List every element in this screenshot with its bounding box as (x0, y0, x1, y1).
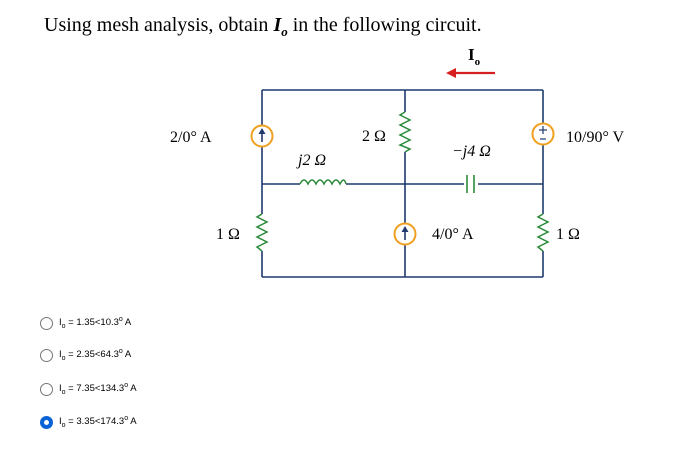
question-prefix: Using mesh analysis, obtain (44, 14, 274, 36)
option-2[interactable]: Io = 2.35<64.3o A (40, 344, 131, 366)
resistor-2ohm (398, 111, 412, 153)
question-var: Io (273, 14, 288, 39)
label-current-source-left: 2/0° A (170, 129, 212, 146)
inductor-j2 (299, 176, 347, 190)
label-inductor: j2 Ω (296, 152, 326, 169)
radio-option-2[interactable] (40, 348, 53, 362)
option-1[interactable]: Io = 1.35<10.3o A (40, 312, 131, 334)
question-text: Using mesh analysis, obtain Io in the fo… (44, 14, 482, 40)
label-resistor-top: 2 Ω (362, 128, 386, 145)
option-4-label: Io = 3.35<174.3o A (59, 414, 137, 430)
radio-option-3[interactable] (40, 382, 53, 396)
option-2-label: Io = 2.35<64.3o A (59, 347, 132, 363)
io-label: Io (468, 46, 481, 68)
option-3[interactable]: Io = 7.35<134.3o A (40, 378, 137, 400)
question-suffix: in the following circuit. (287, 14, 482, 36)
resistor-1ohm-left (255, 213, 269, 252)
option-1-label: Io = 1.35<10.3o A (59, 315, 132, 331)
radio-option-1[interactable] (40, 316, 53, 330)
option-3-label: Io = 7.35<134.3o A (59, 381, 137, 397)
option-4[interactable]: Io = 3.35<174.3o A (40, 411, 137, 433)
label-voltage-source: 10/90° V (566, 129, 625, 146)
current-source-2a (250, 124, 274, 148)
circuit-diagram: Io 2/0° A 2 Ω j2 Ω −j4 Ω 10/90° V 1 Ω 4/… (170, 46, 625, 278)
current-source-4a (393, 222, 417, 246)
label-current-source-mid: 4/0° A (432, 226, 474, 243)
io-arrow (446, 68, 495, 78)
capacitor-neg-j4 (464, 174, 478, 194)
voltage-source-10v (531, 122, 555, 146)
label-capacitor: −j4 Ω (452, 143, 491, 160)
radio-option-4[interactable] (40, 415, 53, 429)
resistor-1ohm-right (536, 213, 550, 252)
label-resistor-left: 1 Ω (216, 226, 240, 243)
label-resistor-right: 1 Ω (556, 226, 580, 243)
